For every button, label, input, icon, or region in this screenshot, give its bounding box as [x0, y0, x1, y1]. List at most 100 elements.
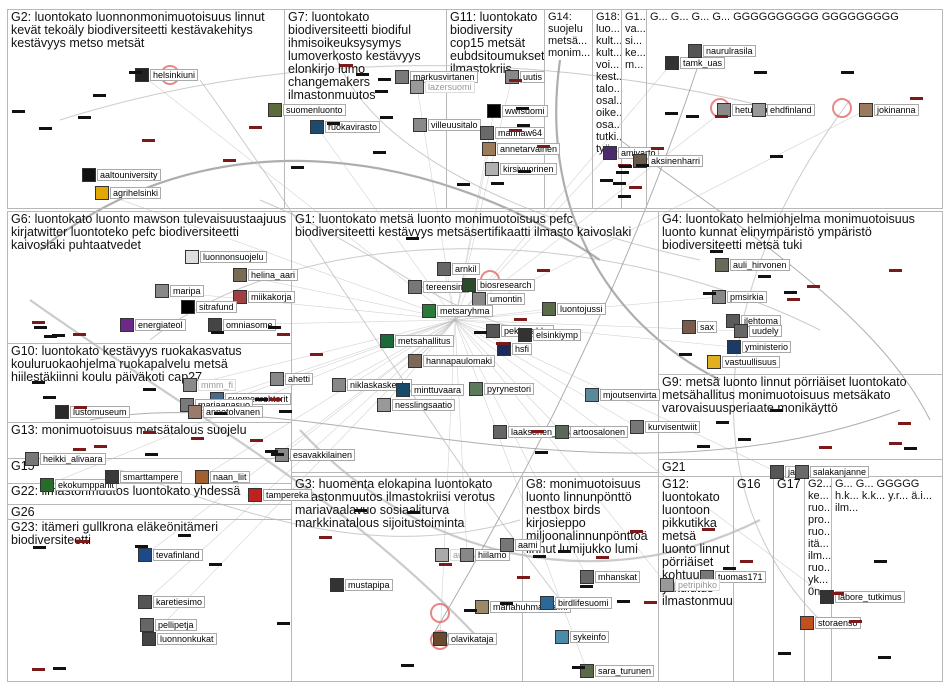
- node-birdlifesuomi[interactable]: birdlifesuomi: [540, 596, 612, 610]
- node-salakanjanne[interactable]: salakanjanne: [795, 465, 870, 479]
- node-smarttampere[interactable]: smarttampere: [105, 470, 182, 484]
- node-naurulrasila[interactable]: naurulrasila: [688, 44, 756, 58]
- node-sara_turunen[interactable]: sara_turunen: [580, 664, 655, 678]
- node-label: luonnonkukat: [157, 633, 217, 645]
- node-pellipetja[interactable]: pellipetja: [140, 618, 197, 632]
- node-kirsivuorinen[interactable]: kirsivuorinen: [485, 162, 557, 176]
- node-olavikataja[interactable]: olavikataja: [433, 632, 497, 646]
- node-marker: [74, 406, 87, 409]
- edge-curve: [299, 429, 761, 563]
- node-tampereka[interactable]: tampereka: [248, 488, 312, 502]
- node-helsinkiuni[interactable]: helsinkiuni: [135, 68, 199, 82]
- node-label: naurulrasila: [703, 45, 756, 57]
- node-helina_aari[interactable]: helina_aari: [233, 268, 299, 282]
- node-aamiposa[interactable]: aami: [500, 538, 541, 552]
- node-annetarvainen[interactable]: annetarvainen: [482, 142, 561, 156]
- node-mustapipa[interactable]: mustapipa: [330, 578, 393, 592]
- node-naan_liit[interactable]: naan_liit: [195, 470, 250, 484]
- node-metsaryhma[interactable]: metsaryhma: [422, 304, 493, 318]
- node-lustomuseum[interactable]: lustomuseum: [55, 405, 130, 419]
- node-label: esavakkilainen: [290, 449, 356, 461]
- node-ekokumppanit[interactable]: ekokumppanit: [40, 478, 118, 492]
- node-aksinenharri[interactable]: aksinenharri: [633, 154, 704, 168]
- node-ehdfinland[interactable]: ehdfinland: [752, 103, 815, 117]
- node-tamk_uas[interactable]: tamk_uas: [665, 56, 726, 70]
- node-uutisa[interactable]: uutis: [505, 70, 546, 84]
- edge-curve: [329, 39, 701, 261]
- node-auli_hirvonen[interactable]: auli_hirvonen: [715, 258, 790, 272]
- node-hsfi[interactable]: hsfi: [497, 342, 533, 356]
- node-aaltouniversity[interactable]: aaltouniversity: [82, 168, 161, 182]
- node-karetiesimo[interactable]: karetiesimo: [138, 595, 206, 609]
- node-mmm_fi[interactable]: mmm_fi: [183, 378, 236, 392]
- node-minttuvaara[interactable]: minttuvaara: [396, 383, 465, 397]
- node-marker: [277, 333, 290, 336]
- node-luontojussi[interactable]: luontojussi: [542, 302, 606, 316]
- node-marker: [44, 335, 57, 338]
- node-pmsirkia[interactable]: pmsirkia: [712, 290, 767, 304]
- node-marker: [129, 71, 142, 74]
- avatar: [55, 405, 69, 419]
- node-esavakkilainen[interactable]: esavakkilainen: [275, 448, 356, 462]
- node-label: energiateol: [135, 319, 186, 331]
- node-agrihelsinki[interactable]: agrihelsinki: [95, 186, 162, 200]
- node-storaenso[interactable]: storaenso: [800, 616, 861, 630]
- node-luonnonsuojelu[interactable]: luonnonsuojelu: [185, 250, 267, 264]
- node-marker: [143, 388, 156, 391]
- avatar: [395, 70, 409, 84]
- node-yministerio[interactable]: yministerio: [727, 340, 792, 354]
- avatar: [408, 354, 422, 368]
- node-sitrafund[interactable]: sitrafund: [181, 300, 237, 314]
- node-kurvisentwiit[interactable]: kurvisentwiit: [630, 420, 701, 434]
- node-annetolvanen[interactable]: annetolvanen: [188, 405, 264, 419]
- group-g4: G4: luontokato helmiohjelma monimuotoisu…: [658, 211, 943, 375]
- node-umontin[interactable]: umontin: [472, 292, 526, 306]
- node-lazersuomi[interactable]: lazersuomi: [410, 80, 475, 94]
- node-mhanskat[interactable]: mhanskat: [580, 570, 641, 584]
- avatar: [155, 284, 169, 298]
- node-tevafinland[interactable]: tevafinland: [138, 548, 203, 562]
- node-elsinkiymp[interactable]: elsinkiymp: [518, 328, 582, 342]
- node-niklaskaskeala[interactable]: niklaskaskeala: [332, 378, 412, 392]
- node-nesslingsaatio[interactable]: nesslingsaatio: [377, 398, 456, 412]
- node-maripa[interactable]: maripa: [155, 284, 204, 298]
- node-biosresearch[interactable]: biosresearch: [462, 278, 535, 292]
- node-marker: [531, 430, 544, 433]
- node-jokinanna[interactable]: jokinanna: [859, 103, 919, 117]
- node-marker: [474, 331, 487, 334]
- node-mjoutsenvirta[interactable]: mjoutsenvirta: [585, 388, 660, 402]
- node-pyrynestori[interactable]: pyrynestori: [469, 382, 535, 396]
- node-sykeinfo[interactable]: sykeinfo: [555, 630, 610, 644]
- node-metsahallitus[interactable]: metsahallitus: [380, 334, 454, 348]
- node-wwfsuomi[interactable]: wwfsuomi: [487, 104, 548, 118]
- node-suomenluonto[interactable]: suomenluonto: [268, 103, 346, 117]
- avatar: [734, 324, 748, 338]
- node-hiilamo[interactable]: hiilamo: [460, 548, 510, 562]
- group-title-g1: G1: luontokato metsä luonto monimuotoisu…: [295, 212, 632, 239]
- node-marker: [319, 536, 332, 539]
- node-arnkil[interactable]: arnkil: [437, 262, 480, 276]
- node-vastuullisuus[interactable]: vastuullisuus: [707, 355, 780, 369]
- node-energiateol[interactable]: energiateol: [120, 318, 186, 332]
- node-miikakorja[interactable]: miikakorja: [233, 290, 295, 304]
- node-label: minttuvaara: [411, 384, 465, 396]
- node-heikki_alivaara[interactable]: heikki_alivaara: [25, 452, 106, 466]
- node-petripihko[interactable]: petripihko: [660, 578, 721, 592]
- node-saxaa[interactable]: sax: [682, 320, 718, 334]
- node-label: aami: [515, 539, 541, 551]
- node-uudely[interactable]: uudely: [734, 324, 782, 338]
- node-marker: [211, 331, 224, 334]
- node-ahettimaki[interactable]: ahetti: [270, 372, 314, 386]
- node-label: annetolvanen: [203, 406, 264, 418]
- node-tereensim[interactable]: tereensim: [408, 280, 469, 294]
- edge-curve: [619, 139, 931, 421]
- node-villeuusitalo[interactable]: villeuusitalo: [413, 118, 481, 132]
- node-mannaw64[interactable]: mannaw64: [480, 126, 546, 140]
- avatar: [555, 425, 569, 439]
- node-omniasome[interactable]: omniasome: [208, 318, 276, 332]
- node-luonnonkukat[interactable]: luonnonkukat: [142, 632, 217, 646]
- node-hannapaulomaki[interactable]: hannapaulomaki: [408, 354, 496, 368]
- node-ruokavirasto[interactable]: ruokavirasto: [310, 120, 381, 134]
- node-artoosalonen[interactable]: artoosalonen: [555, 425, 629, 439]
- node-labore_tutkimus[interactable]: labore_tutkimus: [820, 590, 905, 604]
